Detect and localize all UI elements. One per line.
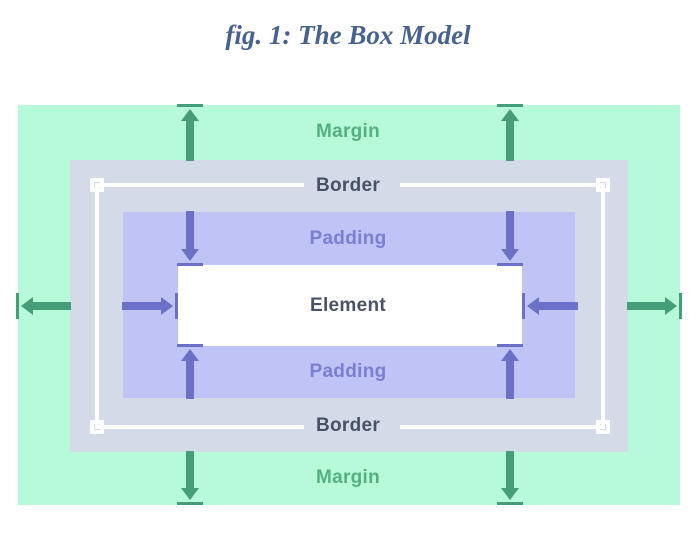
arrow-head-up-icon	[501, 109, 519, 121]
margin-label-top: Margin	[315, 121, 381, 142]
arrow-endbar	[497, 104, 523, 107]
arrow-endbar	[177, 263, 203, 266]
arrow-endbar	[497, 263, 523, 266]
border-corner-handle-bottom-right	[596, 420, 610, 434]
margin-arrow-bottom-left	[177, 451, 203, 505]
arrow-head-up-icon	[181, 109, 199, 121]
arrow-head-down-icon	[501, 249, 519, 261]
border-outline-left	[95, 183, 99, 429]
padding-label-top: Padding	[309, 228, 387, 249]
padding-arrow-top-left	[177, 211, 203, 266]
arrow-shaft	[506, 361, 514, 399]
arrow-shaft	[627, 302, 665, 310]
border-outline-top-left-segment	[95, 183, 304, 187]
arrow-endbar	[177, 344, 203, 347]
arrow-shaft	[186, 451, 194, 488]
padding-label-bottom: Padding	[309, 361, 387, 382]
arrow-endbar	[679, 293, 682, 319]
arrow-shaft	[186, 211, 194, 249]
element-label: Element	[309, 295, 386, 316]
margin-arrow-top-left	[177, 104, 203, 161]
arrow-head-down-icon	[501, 488, 519, 500]
arrow-shaft	[186, 121, 194, 161]
border-corner-handle-top-left	[90, 178, 104, 192]
padding-arrow-top-right	[497, 211, 523, 266]
margin-label-bottom: Margin	[315, 467, 381, 488]
arrow-endbar	[177, 502, 203, 505]
arrow-head-down-icon	[181, 249, 199, 261]
padding-arrow-right	[522, 293, 578, 319]
arrow-endbar	[497, 344, 523, 347]
border-outline-bottom-left-segment	[95, 425, 304, 429]
figure-title: fig. 1: The Box Model	[225, 20, 471, 50]
arrow-endbar	[177, 104, 203, 107]
arrow-head-down-icon	[181, 488, 199, 500]
padding-arrow-left	[122, 293, 178, 319]
arrow-head-left-icon	[21, 297, 33, 315]
border-corner-handle-bottom-left	[90, 420, 104, 434]
element-box	[178, 265, 522, 346]
border-corner-handle-top-right	[596, 178, 610, 192]
margin-arrow-bottom-right	[497, 451, 523, 505]
arrow-shaft	[33, 302, 71, 310]
padding-arrow-bottom-right	[497, 344, 523, 399]
arrow-endbar	[522, 293, 525, 319]
border-label-bottom: Border	[315, 415, 381, 436]
arrow-endbar	[16, 293, 19, 319]
arrow-head-left-icon	[527, 297, 539, 315]
margin-arrow-left	[16, 293, 71, 319]
arrow-head-up-icon	[501, 349, 519, 361]
arrow-endbar	[175, 293, 178, 319]
arrow-head-right-icon	[161, 297, 173, 315]
arrow-shaft	[122, 302, 161, 310]
margin-arrow-right	[627, 293, 682, 319]
border-outline-top-right-segment	[400, 183, 605, 187]
arrow-endbar	[497, 502, 523, 505]
arrow-head-right-icon	[665, 297, 677, 315]
margin-arrow-top-right	[497, 104, 523, 161]
arrow-shaft	[186, 361, 194, 399]
border-outline-right	[601, 183, 605, 429]
border-outline-bottom-right-segment	[400, 425, 605, 429]
padding-arrow-bottom-left	[177, 344, 203, 399]
arrow-shaft	[506, 451, 514, 488]
border-label-top: Border	[315, 175, 381, 196]
arrow-shaft	[506, 211, 514, 249]
arrow-head-up-icon	[181, 349, 199, 361]
arrow-shaft	[539, 302, 578, 310]
arrow-shaft	[506, 121, 514, 161]
